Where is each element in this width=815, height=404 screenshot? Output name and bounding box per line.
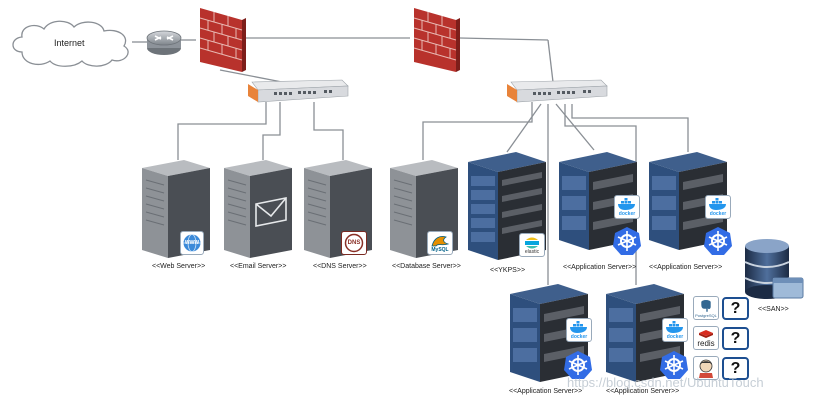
san-storage-icon <box>744 239 804 299</box>
mysql-dolphin-icon <box>431 236 450 247</box>
docker-whale-icon <box>570 321 587 333</box>
email-server-label: <<Email Server>> <box>230 263 287 270</box>
kubernetes-icon <box>613 227 641 255</box>
jenkins-butler-icon <box>699 359 713 378</box>
mysql-badge: MySQL <box>427 231 453 255</box>
unknown-service-box: ? <box>722 327 749 350</box>
application-server-label: <<Application Server>> <box>606 388 680 395</box>
docker-whale-icon <box>666 321 683 333</box>
ykps-label: <<YKPS>> <box>490 267 526 274</box>
application-server-label: <<Application Server>> <box>649 264 723 271</box>
docker-badge: docker <box>614 195 640 219</box>
docker-badge: docker <box>566 318 592 342</box>
application-server-label: <<Application Server>> <box>563 264 637 271</box>
postgresql-badge: PostgreSQL <box>693 296 719 320</box>
network-switch-icon <box>507 79 608 103</box>
internet-cloud-icon <box>12 20 129 67</box>
dns-badge: DNS <box>341 231 367 255</box>
network-switch-icon <box>248 79 349 103</box>
kubernetes-icon <box>564 351 592 379</box>
jenkins-badge <box>693 356 719 380</box>
email-server-icon <box>224 160 292 258</box>
kubernetes-icon <box>660 351 688 379</box>
dns-server-label: <<DNS Server>> <box>313 263 367 270</box>
database-server-label: <<Database Server>> <box>392 263 461 270</box>
web-server-label: <<Web Server>> <box>152 263 206 270</box>
router-icon <box>146 30 182 55</box>
elastic-logo-icon <box>525 237 539 249</box>
docker-badge: docker <box>705 195 731 219</box>
redis-cube-icon <box>699 330 713 338</box>
application-server-icon <box>649 152 727 250</box>
postgresql-elephant-icon <box>700 299 712 313</box>
firewall-icon <box>199 8 246 72</box>
docker-badge: docker <box>662 318 688 342</box>
globe-icon <box>183 234 201 252</box>
firewall-icon <box>413 8 460 72</box>
application-server-label: <<Application Server>> <box>509 388 583 395</box>
watermark-text: https://blog.csdn.net/UbuntuTouch <box>567 375 764 390</box>
unknown-service-box: ? <box>722 357 749 380</box>
internet-label: Internet <box>54 38 85 48</box>
elastic-badge: elastic <box>519 233 545 257</box>
application-server-icon <box>606 284 684 382</box>
dns-icon <box>344 233 364 253</box>
san-label: <<SAN>> <box>758 306 789 313</box>
kubernetes-icon <box>704 227 732 255</box>
docker-whale-icon <box>709 198 726 210</box>
unknown-service-box: ? <box>722 297 749 320</box>
redis-badge: redis <box>693 326 719 350</box>
www-badge: WWW <box>180 231 204 255</box>
docker-whale-icon <box>618 198 635 210</box>
